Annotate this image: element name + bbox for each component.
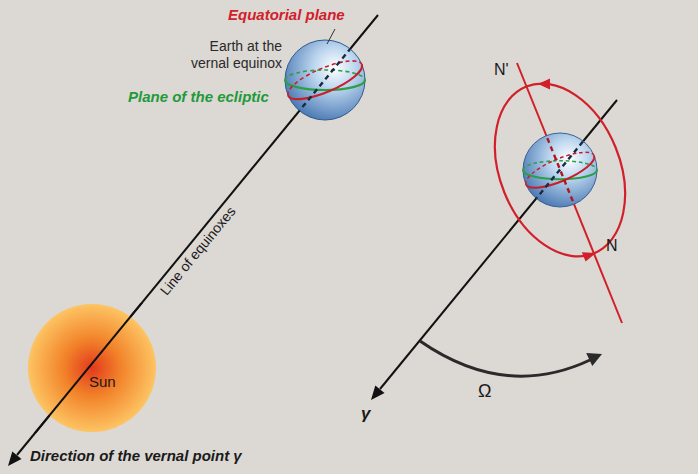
hidden-line <box>17 15 378 455</box>
vernal-symbol: γ <box>361 404 370 424</box>
earth-caption: Earth at the vernal equinox <box>172 38 282 72</box>
arrow-head <box>371 385 385 400</box>
sun-disc <box>28 304 156 432</box>
arrow-head <box>8 451 22 466</box>
plane-label: Plane of the ecliptic <box>128 88 269 106</box>
vernal-direction-line <box>380 100 617 389</box>
sun-node: Sun <box>27 303 157 433</box>
node-letter: N' <box>494 60 509 79</box>
plane-label: Equatorial plane <box>228 6 345 24</box>
leader-line <box>327 29 335 44</box>
earth-globe <box>283 40 366 120</box>
direction-label: Direction of the vernal point γ <box>30 447 242 465</box>
hidden-line <box>380 100 617 389</box>
hidden-line <box>517 63 622 323</box>
arrow-head <box>586 353 602 366</box>
orbit-arrow <box>538 79 550 90</box>
equinox-line <box>27 303 157 433</box>
node-label: Sun <box>89 373 116 390</box>
angle-symbol: Ω <box>478 381 491 403</box>
sun-shape <box>27 303 157 433</box>
orbit-arrow <box>582 252 596 261</box>
line-label: Line of equinoxes <box>157 203 240 298</box>
node-letter: N <box>606 236 618 255</box>
equinox-line <box>17 15 378 455</box>
line-of-nodes <box>517 63 622 323</box>
omega-arc <box>420 341 590 376</box>
orbit-ellipse <box>471 64 650 276</box>
